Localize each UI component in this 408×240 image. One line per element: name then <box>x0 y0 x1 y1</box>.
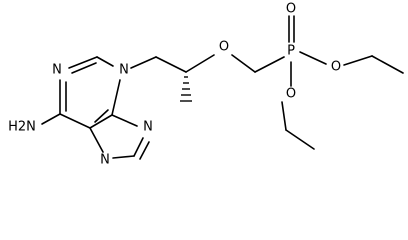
bond-ch2-p <box>254 56 285 73</box>
bond-c5-c4 <box>89 114 113 129</box>
phosphoryl-oxygen: O <box>286 2 296 17</box>
bond-o-ch2 <box>231 54 256 73</box>
ring-nitrogen-n3: N <box>119 63 129 78</box>
bond-o-ethyl2-a <box>281 101 287 131</box>
bond-ethyl2-b <box>285 129 315 150</box>
bond-ethyl1-b <box>371 55 404 74</box>
stereo-hashed-wedge <box>180 76 192 102</box>
bond-n3-c2 <box>96 56 114 67</box>
ethoxy-oxygen-2: O <box>286 87 296 102</box>
ring-nitrogen-n9: N <box>143 120 153 135</box>
ether-oxygen: O <box>219 40 229 55</box>
amino-group: H2N <box>8 120 36 135</box>
atom-labels: N N N N H2N O P O O O <box>8 2 341 168</box>
bond-n9-c8-double <box>139 141 150 160</box>
phosphorus: P <box>287 44 295 59</box>
ring-nitrogen-n7: N <box>100 153 110 168</box>
bond-ch-o <box>185 54 215 73</box>
bond-c2-n1-double <box>71 62 97 74</box>
bond-c4-n9 <box>111 114 138 127</box>
bond-p-o-ethoxy1 <box>299 51 327 65</box>
bond-c6-nh2 <box>41 113 61 125</box>
bond-n7-c5 <box>89 127 104 153</box>
bond-c4-n3 <box>111 79 121 116</box>
ring-nitrogen-n1: N <box>52 63 62 78</box>
bonds <box>41 15 404 160</box>
bond-o-ethyl1-a <box>343 55 373 66</box>
bond-ch2-ch <box>155 56 187 73</box>
bond-n9-c8 <box>133 137 144 157</box>
bond-n3-ch2 <box>130 56 157 69</box>
bond-c2-n1 <box>68 56 98 69</box>
bond-c8-n7 <box>112 155 135 159</box>
molecule-structure: N N N N H2N O P O O O <box>8 2 404 168</box>
bond-c6-c5 <box>59 113 91 129</box>
bond-c5-c4-double <box>94 109 109 123</box>
ethoxy-oxygen-1: O <box>331 60 341 75</box>
